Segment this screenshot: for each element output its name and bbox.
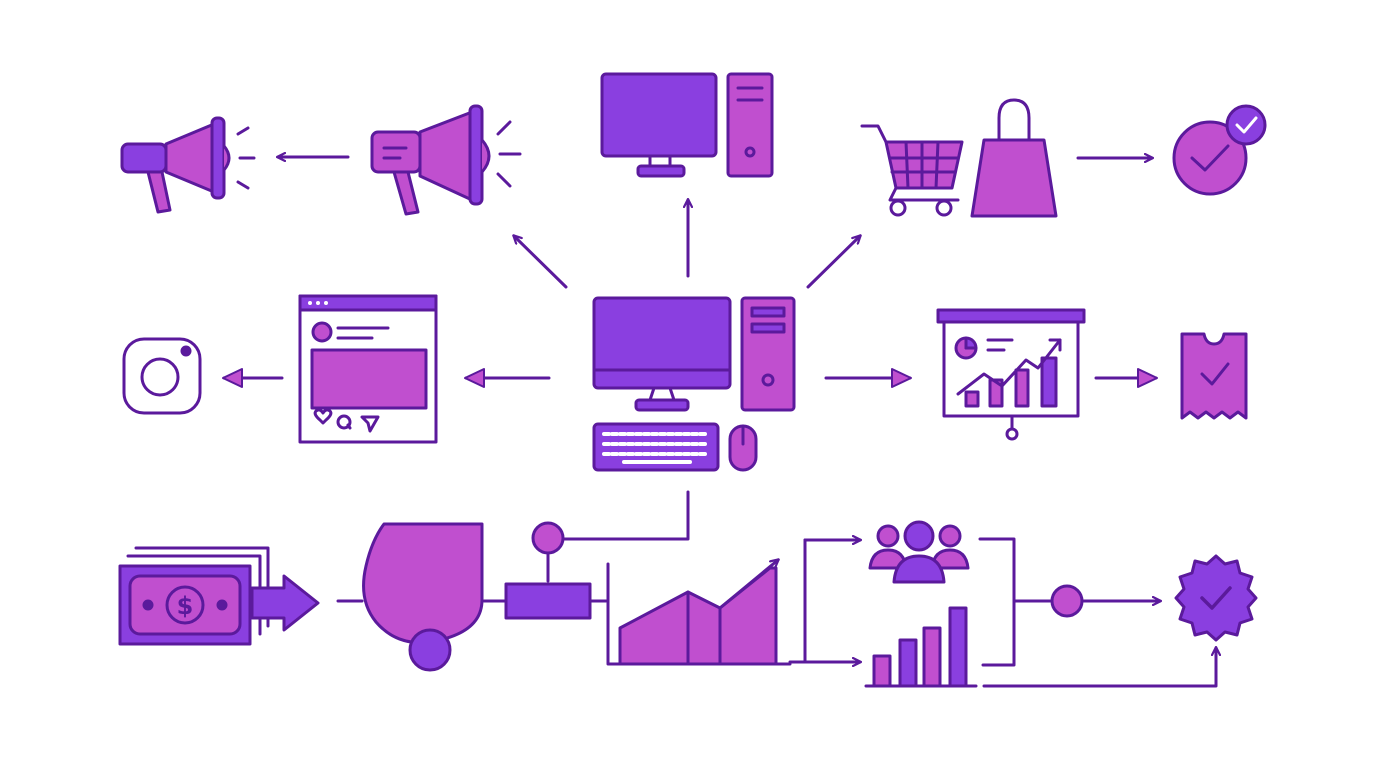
bracket-split bbox=[788, 538, 862, 664]
arrow-hub-to-cart bbox=[806, 236, 860, 289]
merge-node bbox=[1050, 584, 1084, 618]
funnel-blob-icon bbox=[362, 521, 592, 672]
connectors bbox=[222, 157, 1216, 688]
user-group-icon bbox=[868, 520, 970, 584]
arrow-hub-to-megaphone bbox=[514, 236, 568, 289]
megaphone-right-icon bbox=[370, 104, 522, 216]
check-circle-icon bbox=[1172, 104, 1267, 196]
connector-hub-down bbox=[560, 490, 690, 541]
megaphone-left-icon bbox=[120, 116, 256, 214]
bar-chart-icon bbox=[864, 606, 978, 688]
dollar-sign-glyph: $ bbox=[177, 592, 194, 620]
desktop-computer-hub-icon bbox=[592, 296, 796, 472]
shopping-bag-icon bbox=[970, 98, 1058, 218]
social-post-icon bbox=[298, 294, 438, 444]
receipt-check-icon bbox=[1180, 332, 1248, 420]
money-stack-icon: $ bbox=[118, 546, 320, 646]
area-chart-icon bbox=[606, 560, 792, 666]
bracket-merge bbox=[978, 537, 1016, 667]
presentation-chart-icon bbox=[936, 308, 1086, 441]
monitor-top-icon bbox=[600, 72, 774, 178]
arrow-bottom-to-badge bbox=[982, 648, 1216, 688]
verified-badge-icon bbox=[1174, 554, 1258, 642]
shopping-cart-icon bbox=[860, 124, 964, 217]
instagram-icon bbox=[122, 337, 202, 415]
